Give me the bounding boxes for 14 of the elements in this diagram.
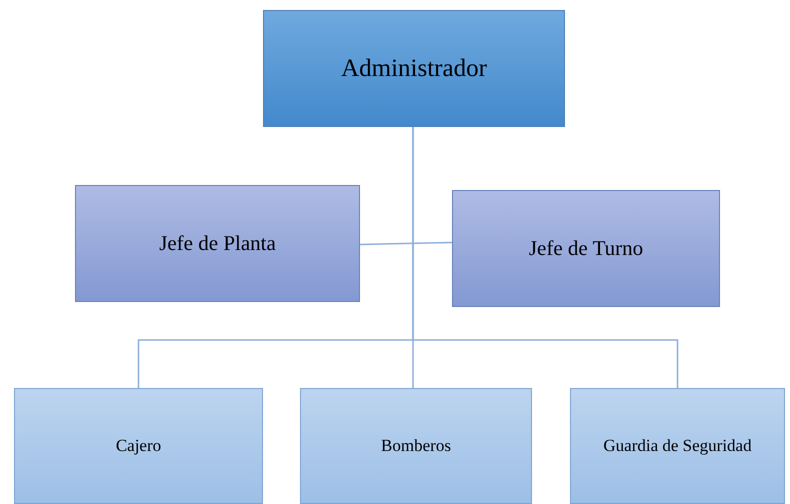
role-box (452, 190, 720, 307)
role-box (75, 185, 360, 302)
role-title: Bomberos (381, 436, 451, 456)
connector-line (360, 242, 452, 246)
role-title: Jefe de Turno (528, 236, 644, 261)
staff-box (300, 388, 532, 504)
staff-box (14, 388, 263, 504)
role-title: Guardia de Seguridad (603, 436, 752, 456)
staff-box (570, 388, 785, 504)
role-title: Jefe de Planta (159, 231, 276, 256)
role-title: Administrador (341, 54, 487, 82)
manager-box (263, 10, 565, 127)
role-title: Cajero (116, 436, 162, 456)
connector-line (412, 127, 678, 388)
